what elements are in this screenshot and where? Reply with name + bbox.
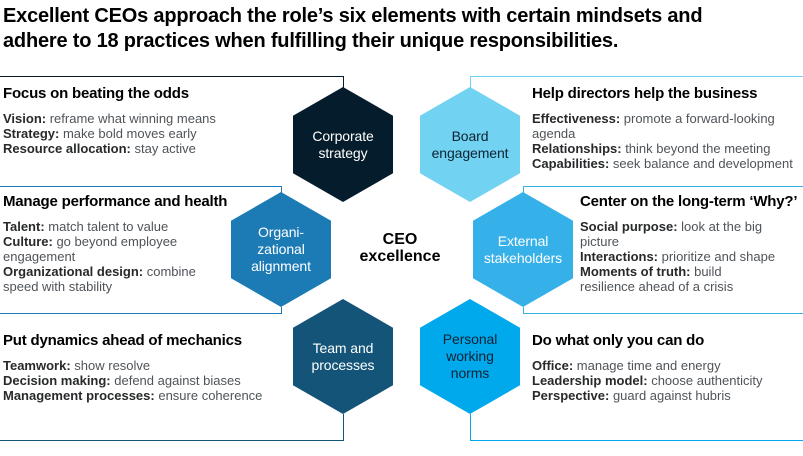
practice-text: manage time and energy (573, 358, 721, 373)
practice-label: Teamwork: (3, 358, 71, 373)
section-center-on-the-long-term-why: Center on the long-term ‘Why?’ Social pu… (580, 193, 803, 294)
hexagon-corporate-strategy: Corporate strategy (293, 87, 393, 202)
practice-text: choose authenticity (647, 373, 763, 388)
practice-item: Effectiveness: promote a forward-looking… (532, 111, 803, 141)
practice-item: Culture: go beyond employee engagement (3, 234, 233, 264)
practice-label: Organizational design: (3, 264, 144, 279)
section-heading: Focus on beating the odds (3, 85, 189, 102)
practice-text: ensure coherence (154, 388, 263, 403)
practice-text: seek balance and development (609, 156, 793, 171)
practice-label: Relationships: (532, 141, 622, 156)
section-heading: Put dynamics ahead of mechanics (3, 332, 242, 349)
practice-label: Perspective: (532, 388, 610, 403)
connector-corporate-strategy-horizontal (0, 76, 344, 77)
section-heading: Manage performance and health (3, 193, 228, 210)
practice-item: Teamwork: show resolve (3, 358, 303, 373)
practice-text: match talent to value (44, 219, 169, 234)
practice-text: guard against hubris (609, 388, 731, 403)
hexagon-board-engagement-label: Board engagement (431, 127, 509, 161)
practice-item: Resource allocation: stay active (3, 141, 293, 156)
section-heading: Center on the long-term ‘Why?’ (580, 193, 798, 210)
practice-label: Vision: (3, 111, 47, 126)
hexagon-personal-working-norms: Personal working norms (420, 299, 520, 414)
section-focus-on-beating-the-odds: Focus on beating the odds Vision: refram… (3, 85, 293, 156)
practice-label: Resource allocation: (3, 141, 131, 156)
practice-text: go beyond employee engagement (3, 234, 178, 264)
section-put-dynamics-ahead-of-mechanics: Put dynamics ahead of mechanics Teamwork… (3, 332, 303, 403)
practice-item: Strategy: make bold moves early (3, 126, 293, 141)
practice-text: make bold moves early (59, 126, 197, 141)
practice-label: Talent: (3, 219, 45, 234)
section-manage-performance-and-health: Manage performance and health Talent: ma… (3, 193, 233, 294)
practice-item: Organizational design: combine speed wit… (3, 264, 233, 294)
section-do-what-only-you-can-do: Do what only you can do Office: manage t… (532, 332, 803, 403)
connector-personal-norms-vertical (470, 414, 471, 441)
hexagon-personal-working-norms-label: Personal working norms (442, 331, 498, 381)
connector-org-alignment-top-vertical (281, 186, 282, 193)
connector-personal-norms-horizontal (470, 440, 803, 441)
section-heading: Do what only you can do (532, 332, 705, 349)
connector-external-stakeholders-top-vertical (523, 186, 524, 193)
practice-item: Relationships: think beyond the meeting (532, 141, 803, 156)
connector-external-stakeholders-bottom-horizontal (523, 313, 803, 314)
practice-text: promote a forward-looking agenda (532, 111, 775, 141)
page-title: Excellent CEOs approach the role’s six e… (3, 4, 793, 54)
practice-item: Leadership model: choose authenticity (532, 373, 803, 388)
practice-label: Capabilities: (532, 156, 610, 171)
practice-text: prioritize and shape (658, 249, 776, 264)
practice-label: Management processes: (3, 388, 155, 403)
practice-label: Effectiveness: (532, 111, 621, 126)
practice-text: stay active (130, 141, 196, 156)
connector-board-engagement-vertical (470, 76, 471, 88)
practice-item: Capabilities: seek balance and developme… (532, 156, 803, 171)
page-title-line-2: adhere to 18 practices when fulfilling t… (3, 30, 619, 52)
page-title-line-1: Excellent CEOs approach the role’s six e… (3, 5, 703, 27)
practice-text: defend against biases (110, 373, 241, 388)
practice-text: look at the big picture (580, 219, 763, 249)
connector-org-alignment-bottom-vertical (281, 307, 282, 314)
practice-label: Social purpose: (580, 219, 678, 234)
center-label-ceo-excellence: CEO excellence (359, 231, 441, 265)
practice-item: Decision making: defend against biases (3, 373, 303, 388)
connector-external-stakeholders-bottom-vertical (523, 307, 524, 314)
practice-label: Leadership model: (532, 373, 648, 388)
connector-team-processes-vertical (343, 414, 344, 441)
practice-item: Management processes: ensure coherence (3, 388, 303, 403)
practice-item: Social purpose: look at the big picture (580, 219, 803, 249)
connector-org-alignment-top-horizontal (0, 186, 282, 187)
practice-item: Office: manage time and energy (532, 358, 803, 373)
hexagon-corporate-strategy-label: Corporate strategy (312, 127, 374, 161)
connector-board-engagement-horizontal (470, 76, 803, 77)
practice-label: Culture: (3, 234, 53, 249)
practice-label: Office: (532, 358, 574, 373)
practice-text: build resilience ahead of a crisis (580, 264, 734, 294)
hexagon-team-processes: Team and processes (293, 299, 393, 414)
practice-item: Talent: match talent to value (3, 219, 233, 234)
hexagon-board-engagement: Board engagement (420, 87, 520, 202)
practice-text: think beyond the meeting (621, 141, 771, 156)
practice-label: Moments of truth: (580, 264, 691, 279)
practice-item: Vision: reframe what winning means (3, 111, 293, 126)
connector-corporate-strategy-vertical (343, 76, 344, 88)
connector-external-stakeholders-top-horizontal (523, 186, 803, 187)
section-heading: Help directors help the business (532, 85, 758, 102)
connector-org-alignment-bottom-horizontal (0, 313, 282, 314)
practice-item: Moments of truth: build resilience ahead… (580, 264, 803, 294)
practice-item: Perspective: guard against hubris (532, 388, 803, 403)
practice-item: Interactions: prioritize and shape (580, 249, 803, 264)
hexagon-team-processes-label: Team and processes (311, 339, 375, 373)
section-help-directors-help-the-business: Help directors help the business Effecti… (532, 85, 803, 171)
hexagon-organizational-alignment-label: Organi- zational alignment (251, 224, 311, 274)
connector-team-processes-horizontal (0, 440, 344, 441)
hexagon-external-stakeholders-label: External stakeholders (483, 232, 563, 266)
hexagon-external-stakeholders: External stakeholders (473, 192, 573, 307)
practice-label: Interactions: (580, 249, 659, 264)
practice-text: show resolve (70, 358, 151, 373)
practice-text: combine speed with stability (3, 264, 196, 294)
hexagon-organizational-alignment: Organi- zational alignment (231, 192, 331, 307)
practice-label: Decision making: (3, 373, 111, 388)
practice-label: Strategy: (3, 126, 60, 141)
practice-text: reframe what winning means (46, 111, 216, 126)
